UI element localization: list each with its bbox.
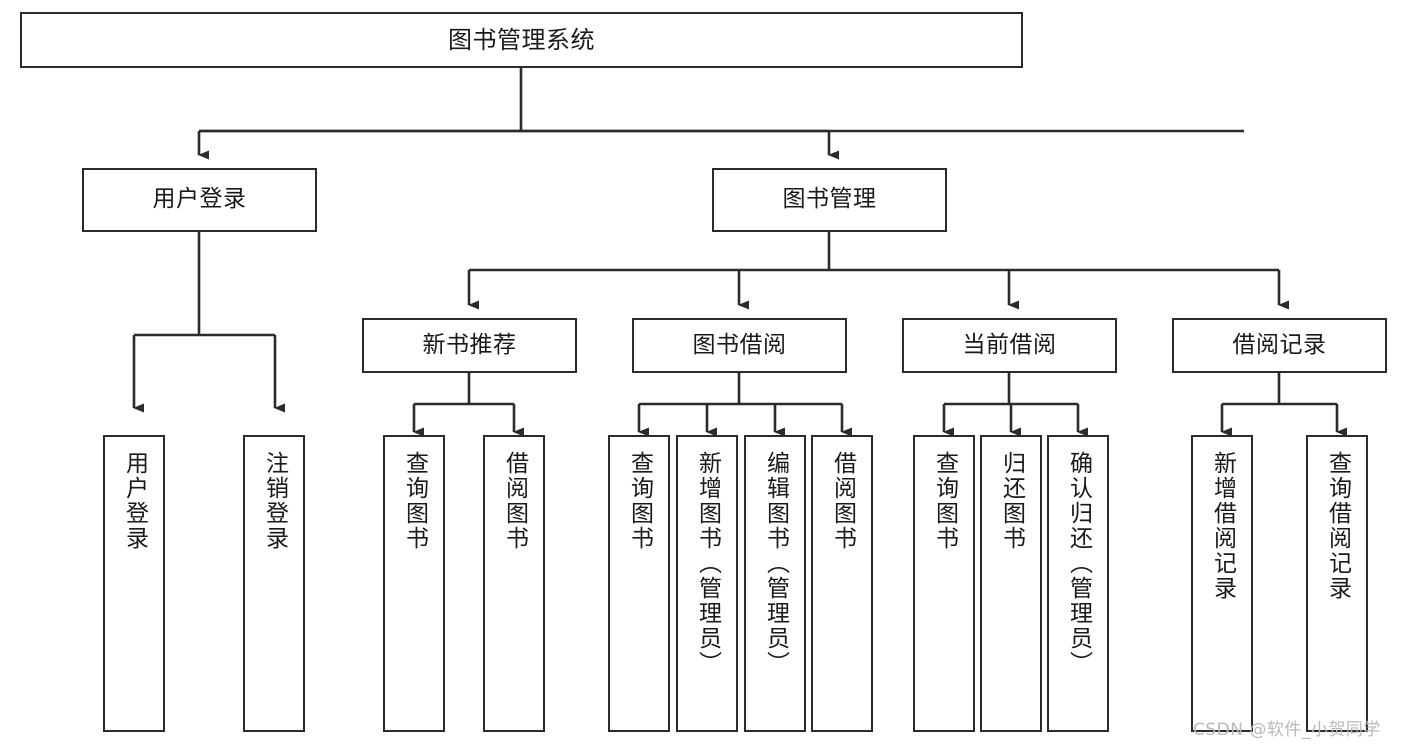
node-root-book-management-system[interactable]: 图书管理系统 (20, 12, 1023, 68)
node-label: 当前借阅 (962, 331, 1057, 358)
node-leaf-user-login[interactable]: 用户登录 (103, 435, 165, 732)
node-label: 注销登录 (261, 451, 288, 551)
node-label: 确认归还（管理员） (1065, 451, 1092, 676)
node-label: 新增图书（管理员） (694, 451, 721, 676)
node-label: 查询借阅记录 (1324, 451, 1351, 601)
node-leaf-borrow-book-2[interactable]: 借阅图书 (811, 435, 873, 732)
csdn-watermark: CSDN @软件_小贺同学 (1193, 720, 1381, 740)
node-label: 借阅图书 (501, 451, 528, 551)
node-leaf-add-record[interactable]: 新增借阅记录 (1191, 435, 1253, 732)
node-label: 查询图书 (626, 451, 653, 551)
node-label: 图书借阅 (692, 331, 787, 358)
node-book-borrow[interactable]: 图书借阅 (632, 318, 847, 373)
node-label: 查询图书 (931, 451, 958, 551)
node-label: 新增借阅记录 (1209, 451, 1236, 601)
node-label: 归还图书 (998, 451, 1025, 551)
node-label: 查询图书 (401, 451, 428, 551)
node-leaf-query-book-1[interactable]: 查询图书 (383, 435, 445, 732)
node-label: 图书管理系统 (448, 25, 595, 54)
node-label: 借阅图书 (829, 451, 856, 551)
node-leaf-add-book[interactable]: 新增图书（管理员） (676, 435, 738, 732)
node-user-login[interactable]: 用户登录 (82, 168, 317, 232)
node-label: 借阅记录 (1232, 331, 1327, 358)
node-leaf-return-book[interactable]: 归还图书 (980, 435, 1042, 732)
node-label: 编辑图书（管理员） (762, 451, 789, 676)
node-label: 图书管理 (782, 186, 877, 213)
node-label: 用户登录 (152, 186, 247, 213)
node-borrow-record[interactable]: 借阅记录 (1172, 318, 1387, 373)
node-leaf-borrow-book-1[interactable]: 借阅图书 (483, 435, 545, 732)
node-label: 新书推荐 (422, 331, 517, 358)
node-leaf-query-book-3[interactable]: 查询图书 (913, 435, 975, 732)
node-leaf-edit-book[interactable]: 编辑图书（管理员） (744, 435, 806, 732)
node-leaf-confirm-return[interactable]: 确认归还（管理员） (1047, 435, 1109, 732)
node-current-borrow[interactable]: 当前借阅 (902, 318, 1117, 373)
node-book-management[interactable]: 图书管理 (712, 168, 947, 232)
node-leaf-query-book-2[interactable]: 查询图书 (608, 435, 670, 732)
node-new-book-recommend[interactable]: 新书推荐 (362, 318, 577, 373)
node-leaf-query-record[interactable]: 查询借阅记录 (1306, 435, 1368, 732)
node-label: 用户登录 (121, 451, 148, 551)
node-leaf-logout-login[interactable]: 注销登录 (243, 435, 305, 732)
